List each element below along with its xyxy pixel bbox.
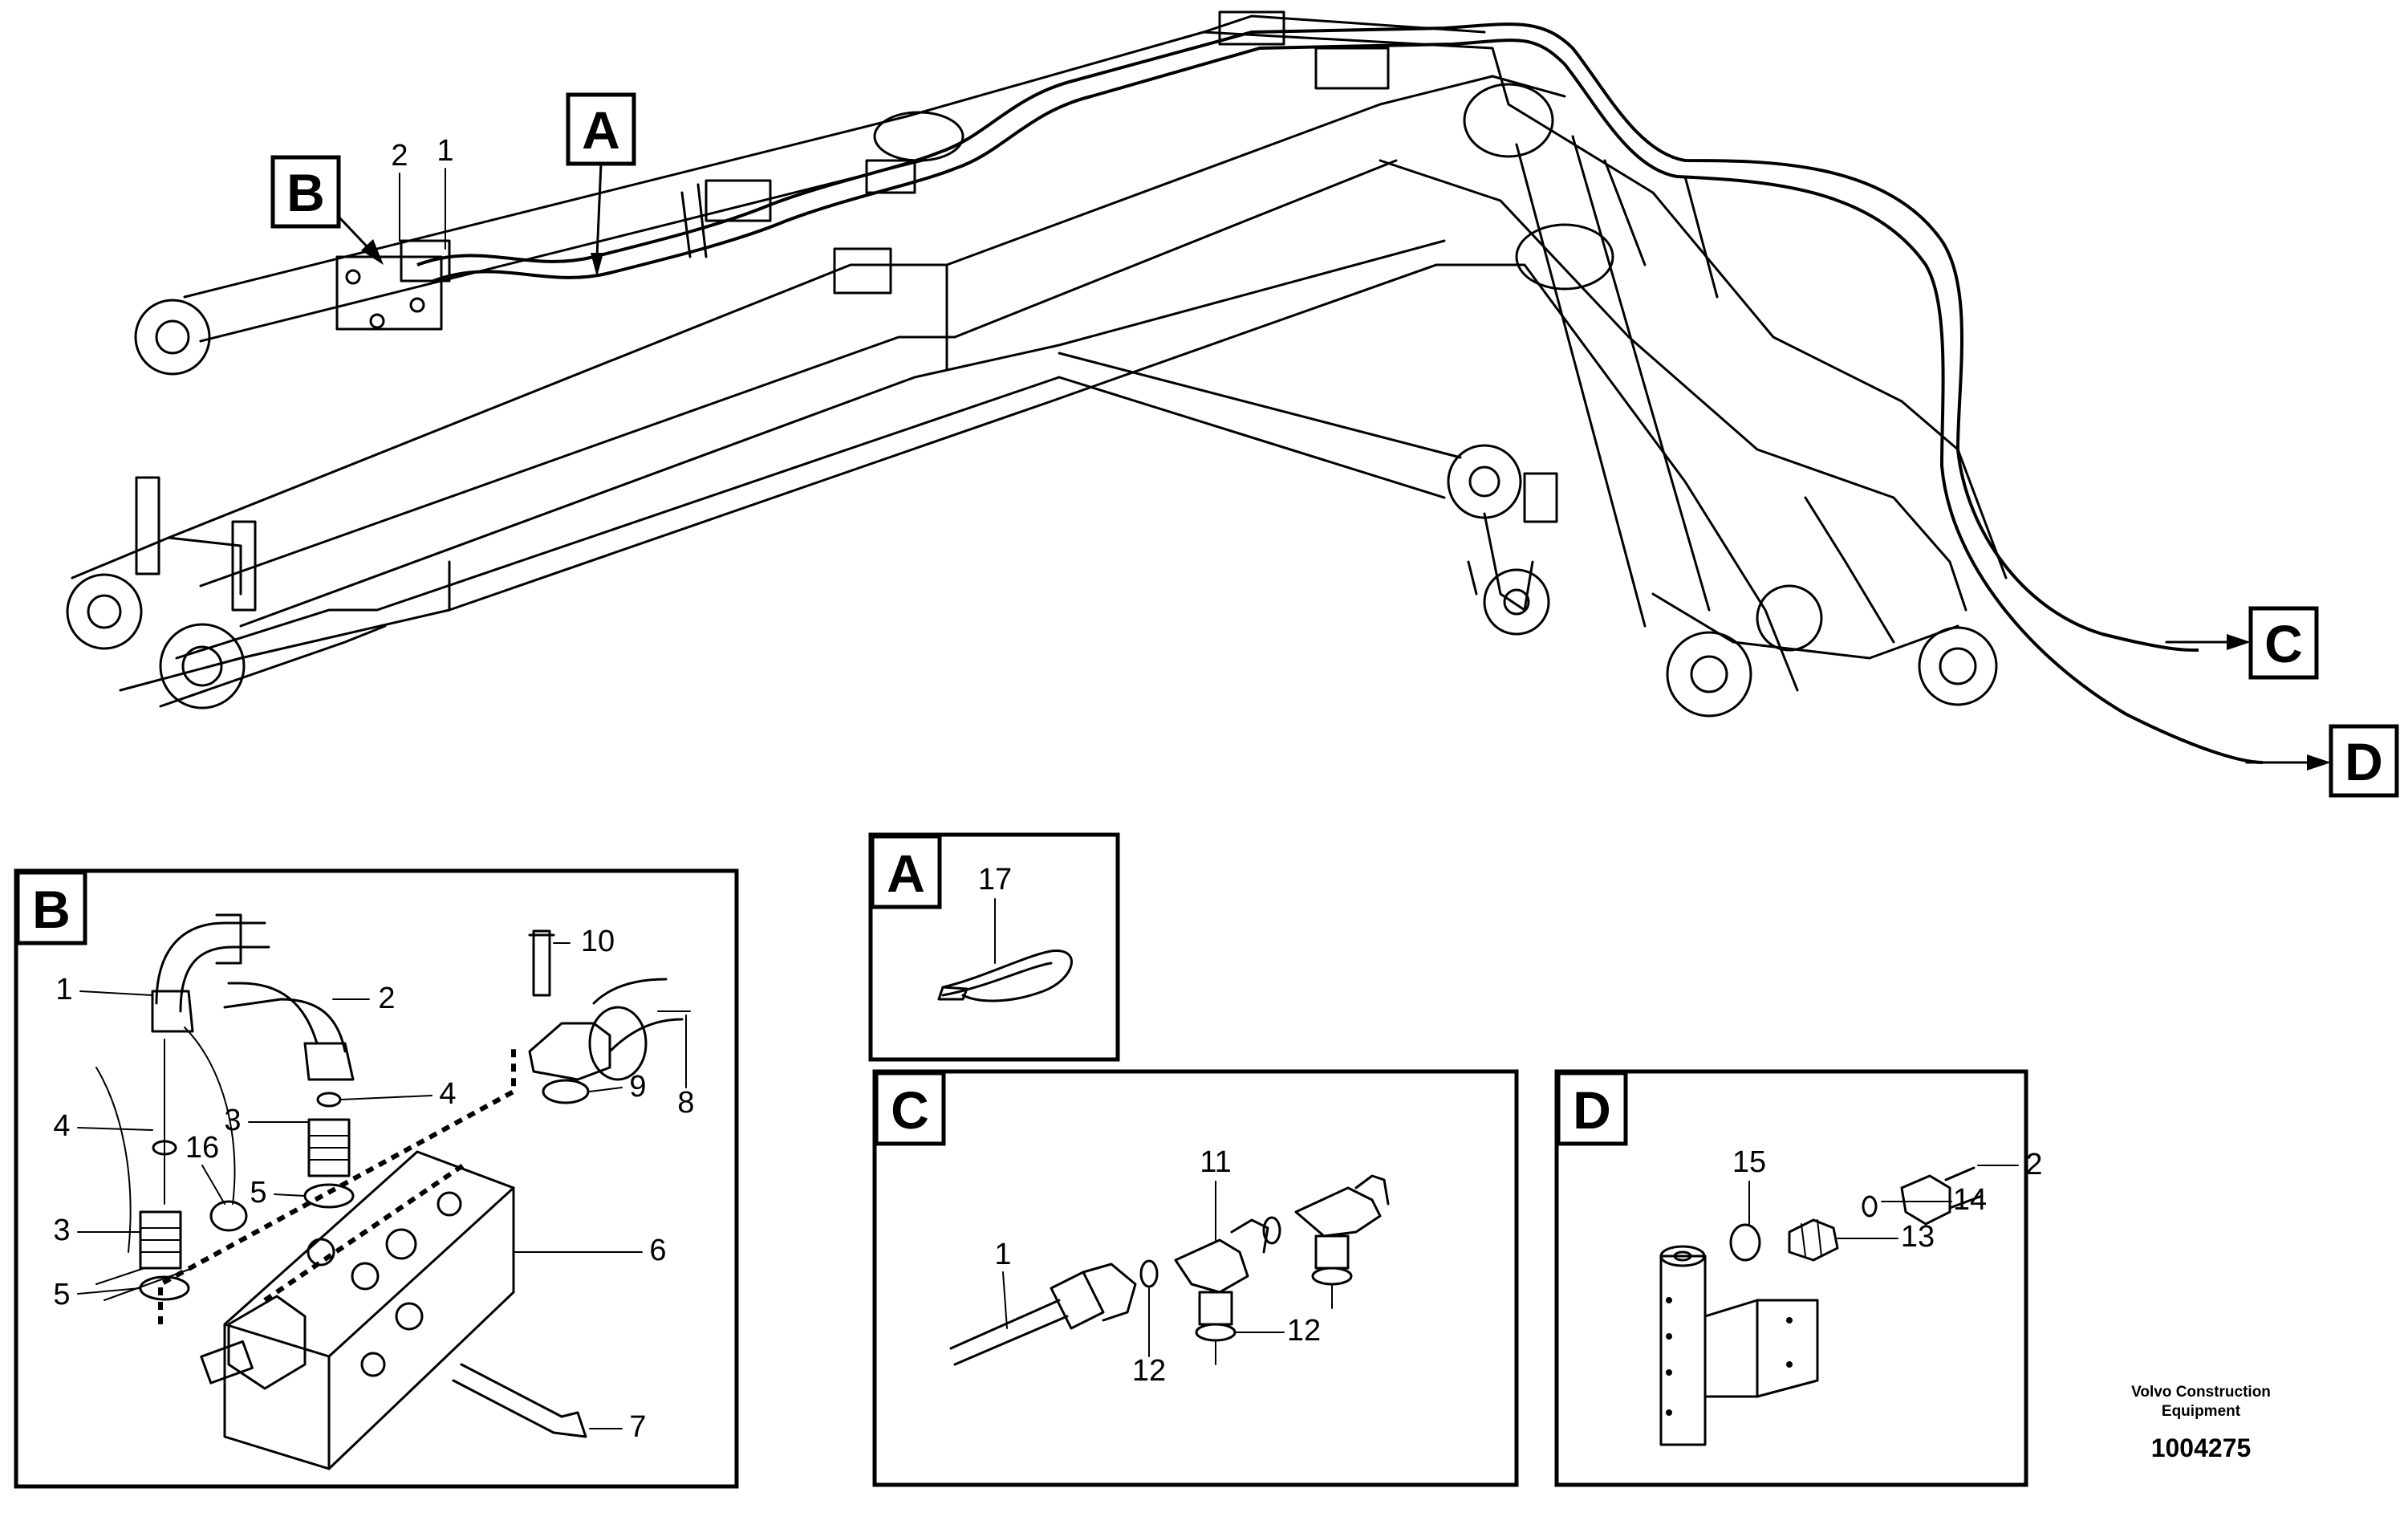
callout-A-text: A xyxy=(582,100,620,160)
svg-text:6: 6 xyxy=(649,1234,666,1267)
main-label-1: 1 xyxy=(437,134,454,250)
svg-text:4: 4 xyxy=(53,1109,70,1143)
svg-text:11: 11 xyxy=(1200,1145,1231,1179)
main-callout-B: B xyxy=(270,155,384,265)
detail-B-panel: B xyxy=(14,868,739,1489)
main-callout-D: D xyxy=(2245,724,2399,798)
svg-text:16: 16 xyxy=(185,1131,219,1165)
callout-C-text: C xyxy=(2264,614,2303,673)
detail-B-labels: 1 2 10 8 9 4 4 3 16 5 3 5 6 7 xyxy=(53,925,694,1444)
main-assembly-illustration xyxy=(66,10,2008,718)
svg-text:17: 17 xyxy=(978,863,1012,897)
callout-B-text: B xyxy=(286,163,325,222)
svg-text:10: 10 xyxy=(581,925,615,958)
main-hose-routing xyxy=(416,22,2264,764)
svg-text:1: 1 xyxy=(55,973,72,1006)
caption: Volvo Construction Equipment 1004275 xyxy=(2131,1384,2271,1462)
detail-D-panel: D 15 2 14 13 xyxy=(1554,1069,2043,1487)
detail-D-title: D xyxy=(1573,1080,1611,1140)
svg-text:5: 5 xyxy=(53,1278,70,1311)
document-number: 1004275 xyxy=(2151,1433,2252,1462)
svg-text:5: 5 xyxy=(250,1176,266,1210)
main-label-2: 2 xyxy=(391,139,408,242)
svg-text:4: 4 xyxy=(439,1077,456,1111)
svg-text:2: 2 xyxy=(391,139,408,173)
svg-text:8: 8 xyxy=(677,1086,694,1120)
main-callout-A: A xyxy=(566,92,636,277)
svg-text:7: 7 xyxy=(629,1410,646,1444)
svg-text:3: 3 xyxy=(224,1104,241,1137)
svg-text:9: 9 xyxy=(629,1070,646,1104)
svg-text:15: 15 xyxy=(1732,1145,1766,1179)
caption-line2: Equipment xyxy=(2162,1403,2241,1420)
svg-text:12: 12 xyxy=(1287,1314,1321,1348)
detail-A-panel: A 17 xyxy=(868,832,1120,1062)
detail-C-title: C xyxy=(891,1080,929,1140)
svg-text:12: 12 xyxy=(1132,1354,1166,1388)
caption-line1: Volvo Construction xyxy=(2131,1384,2271,1401)
svg-text:13: 13 xyxy=(1901,1220,1935,1254)
svg-text:1: 1 xyxy=(994,1238,1011,1271)
callout-D-text: D xyxy=(2345,732,2383,791)
svg-text:2: 2 xyxy=(378,982,395,1015)
detail-B-title: B xyxy=(32,880,71,939)
svg-text:1: 1 xyxy=(437,134,453,168)
svg-text:14: 14 xyxy=(1953,1183,1987,1217)
detail-A-title: A xyxy=(887,844,925,903)
main-callout-C: C xyxy=(2165,606,2319,680)
svg-text:3: 3 xyxy=(53,1214,70,1247)
svg-text:2: 2 xyxy=(2025,1148,2042,1181)
detail-C-panel: C 11 1 12 12 xyxy=(872,1069,1519,1487)
